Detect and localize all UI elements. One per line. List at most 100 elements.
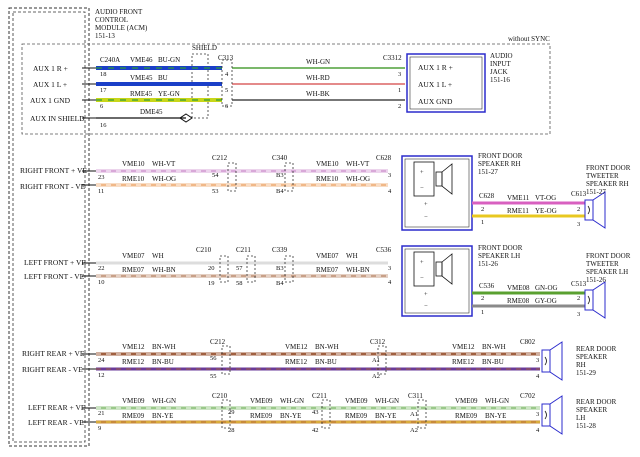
- svg-text:SPEAKER RH: SPEAKER RH: [586, 180, 629, 188]
- svg-text:WH-OG: WH-OG: [346, 175, 370, 183]
- rf-minus-label: RIGHT FRONT - VE: [20, 182, 86, 191]
- svg-text:BN-BU: BN-BU: [482, 358, 504, 366]
- svg-text:C613: C613: [571, 190, 587, 198]
- svg-text:VME08: VME08: [507, 284, 530, 292]
- svg-text:VME10: VME10: [122, 160, 145, 168]
- svg-text:C212: C212: [212, 154, 228, 162]
- svg-text:A2: A2: [410, 427, 418, 434]
- svg-text:RME10: RME10: [316, 175, 339, 183]
- svg-text:RME11: RME11: [507, 207, 529, 215]
- svg-text:BN-WH: BN-WH: [152, 343, 176, 351]
- svg-text:WH-BN: WH-BN: [346, 266, 370, 274]
- svg-text:B4: B4: [276, 188, 284, 195]
- svg-text:VME09: VME09: [250, 397, 273, 405]
- svg-text:1: 1: [398, 87, 401, 94]
- svg-text:B3: B3: [276, 265, 284, 272]
- svg-text:VME12: VME12: [122, 343, 145, 351]
- shield-label: SHIELD: [192, 44, 217, 52]
- svg-text:54: 54: [212, 172, 219, 179]
- front-left-speaker-box: [401, 245, 473, 317]
- svg-text:TWEETER: TWEETER: [586, 172, 619, 180]
- svg-text:VME12: VME12: [452, 343, 475, 351]
- c313-label: C313: [218, 54, 234, 62]
- svg-text:LH: LH: [576, 414, 585, 422]
- svg-text:BN-YE: BN-YE: [375, 412, 396, 420]
- svg-text:YE-GN: YE-GN: [158, 90, 180, 98]
- svg-text:C702: C702: [520, 392, 536, 400]
- svg-text:+: +: [420, 169, 424, 176]
- svg-text:2: 2: [481, 295, 484, 302]
- svg-text:C628: C628: [376, 154, 392, 162]
- svg-text:2: 2: [577, 295, 580, 302]
- svg-text:BN-YE: BN-YE: [485, 412, 506, 420]
- module-name: AUDIO FRONT: [95, 8, 143, 16]
- svg-text:JACK: JACK: [490, 68, 508, 76]
- rr-plus-label: RIGHT REAR + VE: [22, 349, 85, 358]
- rear-right-wires: [96, 345, 540, 375]
- svg-text:VME10: VME10: [316, 160, 339, 168]
- front-right-wires: [96, 162, 388, 192]
- svg-text:WH-BK: WH-BK: [306, 90, 330, 98]
- aux-region: [21, 43, 551, 135]
- svg-text:151-28: 151-28: [576, 422, 596, 430]
- svg-text:151-29: 151-29: [576, 369, 596, 377]
- svg-text:3: 3: [388, 265, 391, 272]
- svg-text:VME45: VME45: [130, 74, 153, 82]
- svg-text:2: 2: [577, 206, 580, 213]
- svg-text:5: 5: [225, 87, 228, 94]
- svg-text:WH: WH: [346, 252, 358, 260]
- svg-text:−: −: [420, 185, 424, 192]
- svg-text:C536: C536: [376, 246, 392, 254]
- svg-text:21: 21: [98, 410, 105, 417]
- svg-text:GN-OG: GN-OG: [535, 284, 558, 292]
- svg-text:VME07: VME07: [316, 252, 339, 260]
- rr-speaker-icon: [541, 341, 563, 381]
- svg-text:INPUT: INPUT: [490, 60, 511, 68]
- svg-text:WH-VT: WH-VT: [152, 160, 176, 168]
- rr-minus-label: RIGHT REAR - VE: [22, 365, 83, 374]
- svg-text:BU-GN: BU-GN: [158, 56, 180, 64]
- svg-text:+: +: [424, 291, 428, 298]
- lr-plus-label: LEFT REAR + VE: [28, 403, 86, 412]
- svg-text:RME09: RME09: [455, 412, 478, 420]
- svg-text:VT-OG: VT-OG: [535, 194, 556, 202]
- svg-text:1: 1: [481, 219, 484, 226]
- svg-text:RME12: RME12: [122, 358, 145, 366]
- svg-text:29: 29: [228, 409, 235, 416]
- svg-text:AUDIO: AUDIO: [490, 52, 513, 60]
- svg-text:57: 57: [236, 265, 243, 272]
- svg-text:WH-RD: WH-RD: [306, 74, 330, 82]
- svg-text:58: 58: [236, 280, 243, 287]
- svg-text:C513: C513: [571, 280, 587, 288]
- aux-jack-box: [406, 53, 486, 113]
- svg-text:VME09: VME09: [455, 397, 478, 405]
- aux-wires: [96, 59, 405, 123]
- svg-text:3: 3: [388, 172, 391, 179]
- svg-text:MODULE (ACM): MODULE (ACM): [95, 24, 148, 32]
- svg-text:WH-GN: WH-GN: [280, 397, 304, 405]
- rf-tweeter-icon: [584, 191, 606, 229]
- module-ref: 151-13: [95, 32, 115, 40]
- svg-text:C536: C536: [479, 282, 495, 290]
- svg-text:3: 3: [577, 221, 580, 228]
- svg-text:VME46: VME46: [130, 56, 153, 64]
- svg-text:23: 23: [98, 174, 105, 181]
- svg-text:WH-GN: WH-GN: [152, 397, 176, 405]
- svg-text:REAR DOOR: REAR DOOR: [576, 345, 617, 353]
- svg-text:RME45: RME45: [130, 90, 153, 98]
- svg-text:RME09: RME09: [345, 412, 368, 420]
- svg-text:6: 6: [100, 103, 104, 110]
- svg-text:B4: B4: [276, 280, 284, 287]
- svg-text:−: −: [424, 214, 428, 221]
- svg-text:4: 4: [536, 427, 540, 434]
- svg-text:55: 55: [210, 373, 217, 380]
- svg-text:C211: C211: [236, 246, 251, 254]
- svg-text:2: 2: [481, 206, 484, 213]
- svg-text:SPEAKER: SPEAKER: [576, 353, 607, 361]
- svg-text:19: 19: [208, 280, 215, 287]
- svg-text:151-27: 151-27: [478, 168, 498, 176]
- svg-text:10: 10: [98, 279, 105, 286]
- svg-text:11: 11: [98, 188, 104, 195]
- svg-text:BN-BU: BN-BU: [315, 358, 337, 366]
- svg-text:151-26: 151-26: [586, 276, 606, 284]
